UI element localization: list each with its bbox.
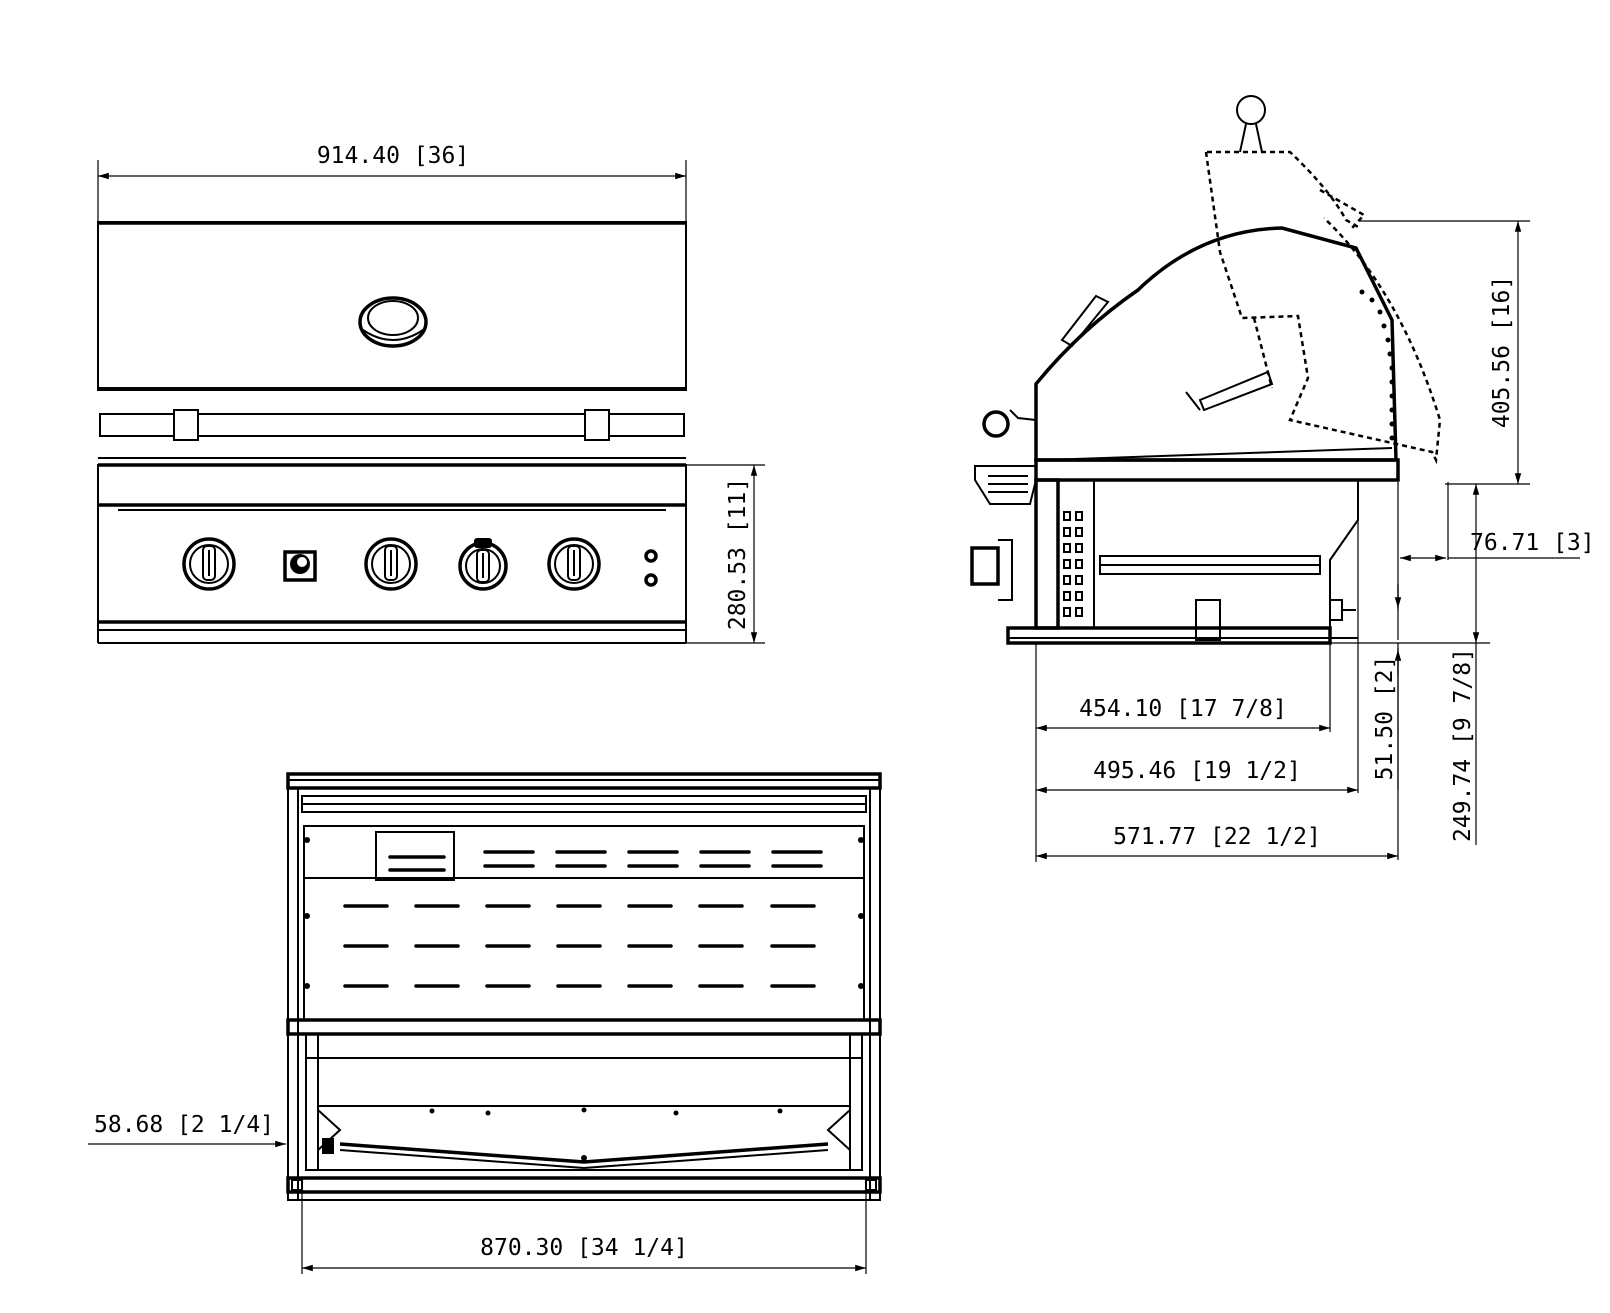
burner-knob-icon [547,537,601,591]
dim-lid-height: 405.56 [16] [1360,220,1530,485]
dim-offset-b-label: 51.50 [2] [1372,656,1398,781]
dim-back-offset: 58.68 [2 1/4] [88,1112,286,1148]
ignition-button-icon [283,550,317,582]
dim-side-depth: 454.10 [17 7/8] 495.46 [19 1/2] 571.77 [… [1035,520,1399,862]
burner-knob-icon [182,537,236,591]
closed-lid [982,226,1398,462]
temperature-gauge-icon [358,296,428,348]
grill-body [970,458,1400,645]
lid-handle [99,409,685,441]
burner-knob-icon [458,538,508,591]
dim-offset-a: 76.71 [3] [1397,482,1595,640]
dim-front-height: 280.53 [11] [686,464,765,644]
grill-lid [97,221,687,391]
vent-holes [1359,289,1395,441]
back-view: 58.68 [2 1/4] 870.30 [34 1/4] [88,772,882,1274]
side-view: 405.56 [16] 76.71 [3] 51.50 [2] 249.74 [… [970,95,1595,862]
grease-tray [317,1107,851,1170]
dim-offset-a-label: 76.71 [3] [1470,530,1595,556]
dim-side-depth-2-label: 495.46 [19 1/2] [1093,758,1301,784]
dim-front-height-label: 280.53 [11] [725,478,751,630]
dim-front-width: 914.40 [36] [97,143,687,223]
indicator-light-icon [644,549,658,587]
open-lid-outline [1204,95,1442,465]
vent-holes [1063,511,1083,617]
dim-front-width-label: 914.40 [36] [317,143,469,169]
front-view: 914.40 [36] [97,143,765,644]
control-panel [97,464,687,644]
dim-offset-b: 51.50 [2] [1372,584,1402,790]
dim-back-width-label: 870.30 [34 1/4] [480,1235,688,1261]
dim-back-width: 870.30 [34 1/4] [301,1192,867,1274]
dim-lid-height-label: 405.56 [16] [1489,276,1515,428]
dim-back-offset-label: 58.68 [2 1/4] [94,1112,274,1138]
burner-knob-icon [364,537,418,591]
dim-side-height-label: 249.74 [9 7/8] [1450,648,1476,842]
dim-side-depth-3-label: 571.77 [22 1/2] [1113,824,1321,850]
vent-slots [343,831,823,988]
dim-side-depth-1-label: 454.10 [17 7/8] [1079,696,1287,722]
dim-side-height: 249.74 [9 7/8] [1330,484,1490,845]
